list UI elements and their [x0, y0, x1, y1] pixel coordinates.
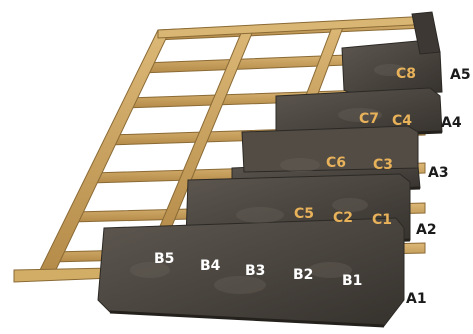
tile-label-b2: B2	[293, 268, 313, 282]
row-label-a1: A1	[406, 292, 427, 306]
tile-label-b4: B4	[200, 259, 220, 273]
row-label-a3: A3	[428, 166, 449, 180]
tile-label-c5: C5	[294, 207, 314, 221]
tile-label-b3: B3	[245, 264, 265, 278]
tile-label-b5: B5	[154, 252, 174, 266]
tile-label-c2: C2	[333, 211, 353, 225]
tile-label-c8: C8	[396, 67, 416, 81]
tile-label-c6: C6	[326, 156, 346, 170]
tile-label-c3: C3	[373, 158, 393, 172]
row-label-a2: A2	[416, 223, 437, 237]
tile-label-b1: B1	[342, 274, 362, 288]
tile-label-c1: C1	[372, 213, 392, 227]
row-label-a4: A4	[441, 116, 462, 130]
tile-label-c4: C4	[392, 114, 412, 128]
row-label-a5: A5	[450, 68, 471, 82]
tile-label-c7: C7	[359, 112, 379, 126]
sill-plate	[14, 268, 112, 282]
